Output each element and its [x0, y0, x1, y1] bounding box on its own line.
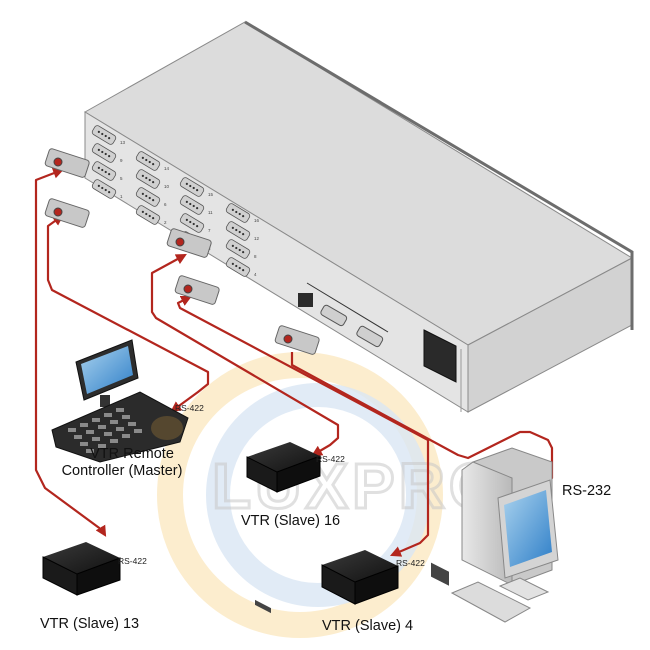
controller-key — [74, 435, 82, 439]
slave16-interface-label: RS-422 — [316, 454, 345, 464]
controller-key — [86, 449, 94, 453]
port-9[interactable]: 9 — [91, 143, 123, 164]
plug-rs232-control — [274, 325, 320, 355]
cable-slave4 — [176, 296, 430, 557]
controller-key — [110, 439, 118, 443]
port-13[interactable]: 13 — [91, 125, 126, 146]
plugged-connectors — [44, 148, 320, 355]
port-label: 13 — [120, 140, 126, 145]
port-11[interactable]: 11 — [179, 195, 213, 216]
plug-port-4 — [174, 275, 220, 305]
slave16-label: VTR (Slave) 16 — [241, 513, 340, 529]
controller-jog-wheel — [151, 416, 183, 440]
chassis-rack-ear — [244, 20, 634, 330]
port-10[interactable]: 10 — [135, 169, 170, 190]
port-14[interactable]: 14 — [135, 151, 170, 172]
controller-keys — [68, 408, 142, 453]
port-label: 16 — [254, 218, 260, 223]
controller-screen — [81, 346, 133, 394]
slave13-interface-label: RS-422 — [118, 556, 147, 566]
plug-port-1 — [44, 198, 90, 228]
pc-interface-label: RS-232 — [562, 483, 611, 499]
cable-slave13 — [34, 168, 107, 537]
controller-key — [104, 413, 112, 417]
controller-key — [68, 428, 76, 432]
controller-key — [98, 425, 106, 429]
pc-computer[interactable] — [450, 447, 559, 623]
controller-key — [92, 418, 100, 422]
plug-port-7 — [166, 228, 212, 258]
vtr-slave-16[interactable] — [246, 442, 321, 614]
pc-screen — [504, 490, 552, 567]
controller-key — [116, 427, 124, 431]
controller-key — [128, 422, 136, 426]
controller-key — [80, 442, 88, 446]
port-label: 14 — [164, 166, 170, 171]
slave4-label: VTR (Slave) 4 — [322, 618, 413, 634]
controller-key — [110, 420, 118, 424]
slave13-label: VTR (Slave) 13 — [40, 616, 139, 632]
master-label-line1: VTR Remote — [90, 446, 174, 462]
controller-key — [98, 444, 106, 448]
vtr-slave-4[interactable] — [321, 550, 399, 605]
vtr-remote-controller[interactable] — [51, 339, 189, 463]
port-label: 7 — [208, 228, 211, 233]
switcher-chassis — [84, 20, 634, 413]
controller-key — [92, 437, 100, 441]
controller-key — [122, 434, 130, 438]
rs485-terminal-block[interactable] — [298, 293, 313, 307]
port-label: 9 — [120, 158, 123, 163]
slave4-interface-label: RS-422 — [396, 558, 425, 568]
controller-key — [80, 423, 88, 427]
port-label: 1 — [120, 194, 123, 199]
vtr-slave-13[interactable] — [42, 542, 121, 596]
port-label: 12 — [254, 236, 260, 241]
port-label: 6 — [164, 202, 167, 207]
port-12[interactable]: 12 — [225, 221, 260, 242]
controller-key — [86, 430, 94, 434]
plug-port-9 — [44, 148, 90, 178]
pc-keyboard — [450, 581, 532, 623]
labels: RS-422 VTR Remote Controller (Master) RS… — [40, 403, 611, 634]
pc-monitor-base — [498, 577, 550, 601]
controller-key — [116, 408, 124, 412]
master-interface-label: RS-422 — [175, 403, 204, 413]
controller-key — [104, 432, 112, 436]
controller-key — [134, 429, 142, 433]
cables — [34, 168, 554, 557]
port-15[interactable]: 15 — [179, 177, 214, 198]
port-label: 5 — [120, 176, 123, 181]
port-16[interactable]: 16 — [225, 203, 260, 224]
port-label: 10 — [164, 184, 170, 189]
port-label: 11 — [208, 210, 213, 215]
port-6[interactable]: 6 — [135, 187, 167, 208]
master-label-line2: Controller (Master) — [62, 463, 183, 479]
power-inlet[interactable] — [423, 329, 457, 586]
port-label: 15 — [208, 192, 214, 197]
controller-key — [122, 415, 130, 419]
